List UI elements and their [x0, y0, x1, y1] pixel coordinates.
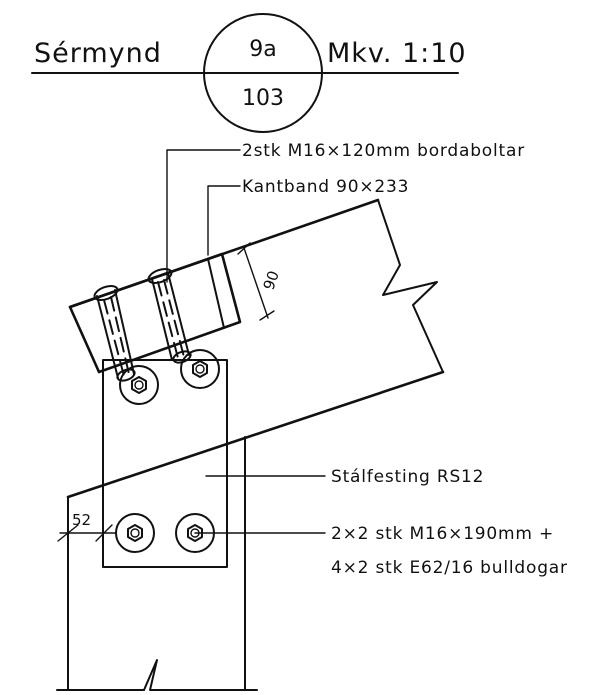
hex-nut-icon: [127, 524, 143, 542]
bolt2-thread-left: [157, 281, 179, 359]
bolts-callout: 2stk M16×120mm bordaboltar: [242, 141, 525, 161]
steel-bracket: [102, 359, 228, 568]
scale-label: Mkv. 1:10: [327, 38, 467, 69]
bolt1-head-icon: [93, 285, 119, 301]
rafter-bottom-edge: [66, 370, 445, 499]
bolt1-nut-icon: [116, 368, 136, 382]
inclined-rafter: [66, 198, 445, 499]
edge-board-callout: Kantband 90×233: [242, 177, 409, 197]
bolt1-thread-left: [103, 299, 125, 377]
bolt1-shank-right: [114, 289, 135, 375]
callouts: 2stk M16×120mm bordaboltar Kantband 90×2…: [166, 141, 568, 578]
bolt-center-icon: [134, 380, 144, 390]
edge-distance-value: 52: [72, 511, 91, 529]
bolt-center-icon: [130, 528, 140, 538]
dimension-tick-icon: [57, 524, 79, 542]
bolt2-nut-icon: [172, 350, 192, 364]
fasteners-callout-line1: 2×2 stk M16×190mm +: [331, 524, 554, 544]
steel-bracket-callout: Stálfesting RS12: [331, 467, 484, 487]
bolt-washer-icon: [180, 349, 220, 389]
dimension-tick-icon: [259, 310, 275, 321]
post-break-zigzag: [143, 659, 166, 691]
bolt2-thread-right: [163, 279, 185, 358]
bolt2-shank-right: [167, 272, 190, 356]
edge-board-leader-line: [207, 185, 241, 256]
bolt2-head-icon: [147, 268, 173, 284]
detail-number: 9a: [249, 37, 276, 62]
dimension-board-depth: 90: [237, 242, 283, 321]
rafter-break-line: [377, 199, 444, 373]
edge-board-segment: [207, 258, 225, 329]
bolt-washer-icon: [115, 513, 155, 553]
dimension-tick-icon: [237, 242, 251, 255]
detail-header: Sérmynd 9a 103 Mkv. 1:10: [31, 13, 467, 133]
vertical-post: [56, 436, 258, 691]
dimension-tick-icon: [95, 524, 113, 542]
steel-plate-outline: [102, 359, 228, 568]
hex-nut-icon: [131, 376, 147, 394]
upper-bolts: [93, 268, 192, 382]
sheet-number: 103: [242, 86, 284, 111]
upper-bolt-circles: [119, 349, 220, 405]
bolt1-shank-left: [96, 295, 119, 379]
bolt1-thread-right: [110, 296, 130, 375]
hex-nut-icon: [187, 524, 203, 542]
bolt-center-icon: [195, 364, 205, 374]
board-depth-value: 90: [260, 268, 283, 292]
dimension-line: [243, 247, 269, 319]
dimension-edge-distance: 52: [57, 511, 117, 542]
bolt2-shank-left: [151, 278, 173, 361]
detail-title: Sérmynd: [34, 38, 162, 69]
hex-nut-icon: [192, 360, 208, 378]
fasteners-callout-line2: 4×2 stk E62/16 bulldogar: [331, 558, 568, 578]
bolt-washer-icon: [119, 365, 159, 405]
bolts-leader-line: [166, 149, 241, 283]
